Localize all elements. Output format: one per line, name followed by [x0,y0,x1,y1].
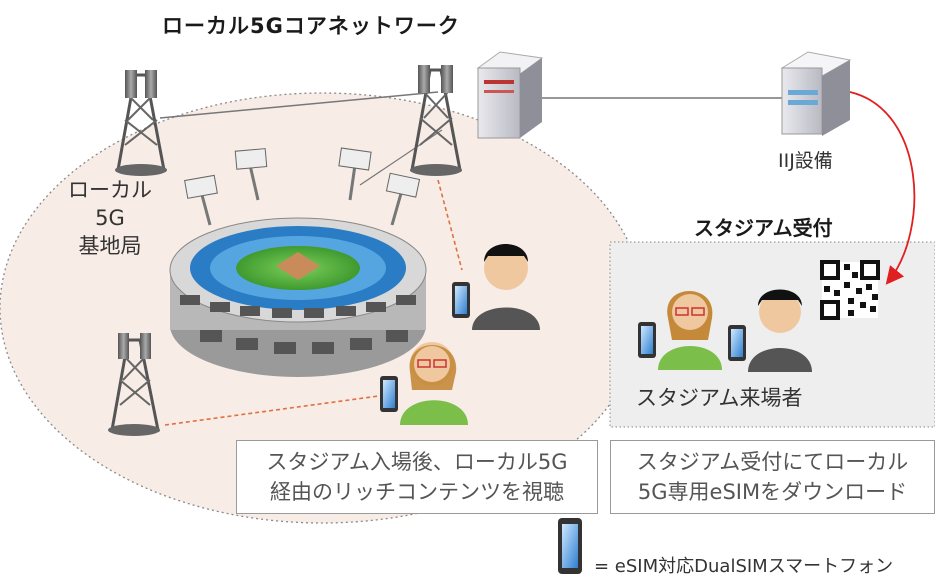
qr-code-icon [820,260,880,320]
tower-icon-bottom-left [108,333,160,436]
base-station-label-line1: ローカル5G [68,178,152,230]
base-station-label: ローカル5G 基地局 [55,176,165,260]
user-female-icon [380,342,468,425]
right-caption-box: スタジアム受付にてローカル 5G専用eSIMをダウンロード [610,440,935,514]
iij-label: IIJ設備 [778,150,833,172]
tower-icon-top-center [410,65,462,176]
diagram-title: ローカル5Gコアネットワーク [162,14,460,38]
download-arrow [849,91,916,285]
tower-icon-top-left [115,70,167,176]
server-icon [476,51,544,139]
reception-area [609,241,935,428]
right-caption-line2: 5G専用eSIMをダウンロード [637,480,908,504]
left-caption-line1: スタジアム入場後、ローカル5G [266,450,568,474]
stadium-illustration [169,147,427,377]
reception-male-icon [728,289,812,372]
right-caption-line1: スタジアム受付にてローカル [636,450,909,474]
user-male-icon [452,244,540,330]
visitors-label: スタジアム来場者 [636,386,803,410]
left-caption-line2: 経由のリッチコンテンツを視聴 [270,480,564,504]
iij-server-icon [780,51,852,136]
left-caption-box: スタジアム入場後、ローカル5G 経由のリッチコンテンツを視聴 [236,440,598,514]
reception-female-icon [638,291,722,370]
reception-title: スタジアム受付 [694,216,833,240]
legend-text: = eSIM対応DualSIMスマートフォン [594,556,894,577]
smartphone-legend-icon [558,518,582,574]
base-station-label-line2: 基地局 [78,234,142,258]
